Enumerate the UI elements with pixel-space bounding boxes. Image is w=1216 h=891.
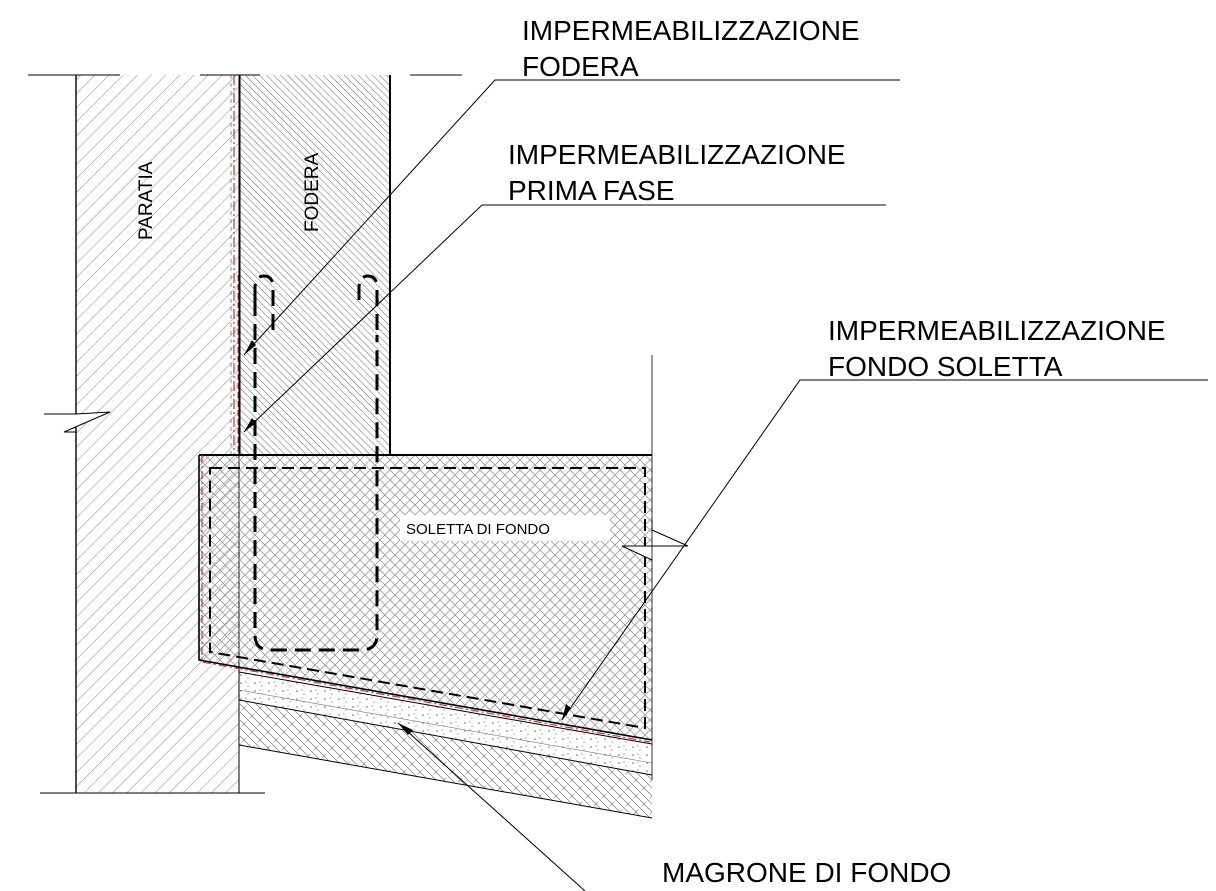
paratia-wall <box>28 74 462 794</box>
paratia-label: PARATIA <box>136 161 157 240</box>
rebar <box>253 274 379 652</box>
imp-prima-line1: IMPERMEABILIZZAZIONE <box>508 139 846 170</box>
leader-lines <box>243 79 1208 891</box>
imp-prima-line2: PRIMA FASE <box>508 175 675 206</box>
leader-arrows <box>244 340 571 735</box>
fodera-wall <box>230 75 391 455</box>
imp-fodera-line1: IMPERMEABILIZZAZIONE <box>522 15 860 46</box>
soletta-label: SOLETTA DI FONDO <box>406 521 550 538</box>
imp-fondo-line2: FONDO SOLETTA <box>828 351 1063 382</box>
soletta-slab <box>198 355 689 780</box>
fodera-label: FODERA <box>302 153 323 233</box>
magrone-label: MAGRONE DI FONDO <box>662 857 951 888</box>
imp-fondo-line1: IMPERMEABILIZZAZIONE <box>828 315 1166 346</box>
magrone-layer <box>238 671 653 819</box>
imp-fodera-line2: FODERA <box>522 51 639 82</box>
